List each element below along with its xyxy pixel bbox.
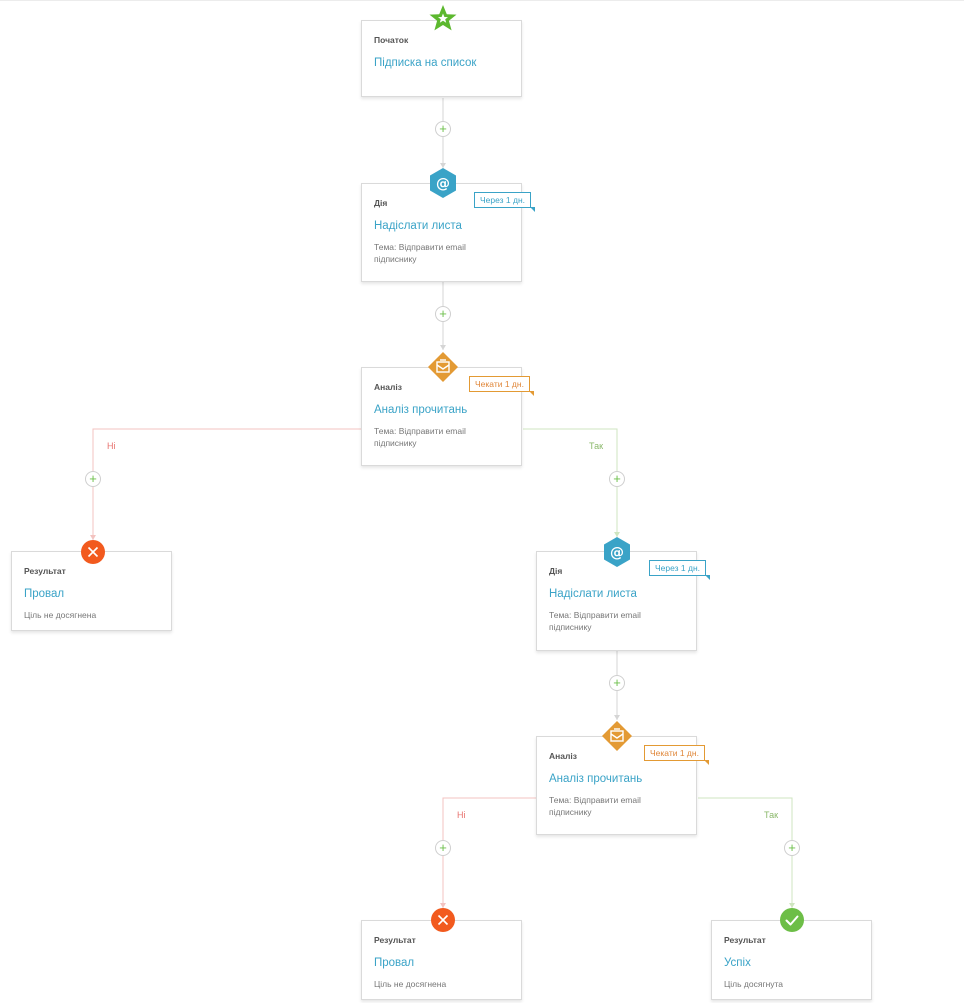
node-description: Тема: Відправити email підписнику xyxy=(549,610,641,632)
node-description: Ціль досягнута xyxy=(724,979,784,989)
arrowhead xyxy=(614,532,620,537)
svg-text:@: @ xyxy=(610,545,624,561)
arrowhead xyxy=(440,903,446,908)
node-description: Ціль не досягнена xyxy=(24,610,97,620)
node-title[interactable]: Підписка на список xyxy=(374,57,477,69)
wait-tag[interactable]: Чекати 1 дн. xyxy=(469,376,534,396)
wait-tag[interactable]: Чекати 1 дн. xyxy=(644,745,709,765)
open-envelope-icon xyxy=(602,721,632,751)
node-kind: Аналіз xyxy=(374,382,402,392)
branch-no-label: Ні xyxy=(457,810,466,820)
at-sign-icon: @ xyxy=(430,168,456,198)
connector-analysis2-yes xyxy=(698,797,793,908)
branch-no-label: Ні xyxy=(107,441,116,451)
arrowhead xyxy=(789,903,795,908)
delay-tag[interactable]: Через 1 дн. xyxy=(474,192,532,208)
arrowhead xyxy=(90,535,96,540)
checkmark-icon xyxy=(780,908,804,932)
connector-analysis2-no xyxy=(442,797,537,908)
arrowhead xyxy=(440,345,446,350)
x-icon xyxy=(431,908,455,932)
arrowhead xyxy=(614,715,620,720)
top-divider xyxy=(0,0,964,1)
svg-text:@: @ xyxy=(436,176,450,192)
start-node[interactable]: Початок Підписка на список xyxy=(361,20,522,97)
add-step-button[interactable]: + xyxy=(435,306,451,322)
node-kind: Результат xyxy=(724,935,766,945)
result-node-success[interactable]: Результат Успіх Ціль досягнута xyxy=(711,920,872,1000)
open-envelope-icon xyxy=(428,352,458,382)
node-description: Тема: Відправити email підписнику xyxy=(374,242,466,264)
node-title[interactable]: Аналіз прочитань xyxy=(374,404,468,416)
node-description: Тема: Відправити email підписнику xyxy=(374,426,466,448)
add-step-button[interactable]: + xyxy=(784,840,800,856)
node-title[interactable]: Провал xyxy=(24,588,65,600)
add-step-button[interactable]: + xyxy=(435,121,451,137)
x-icon xyxy=(81,540,105,564)
connector-analysis1-no xyxy=(92,428,361,540)
add-step-button[interactable]: + xyxy=(609,675,625,691)
star-icon xyxy=(429,5,457,31)
node-kind: Результат xyxy=(24,566,66,576)
node-kind: Результат xyxy=(374,935,416,945)
node-title[interactable]: Провал xyxy=(374,957,415,969)
branch-yes-label: Так xyxy=(764,810,779,820)
node-description: Тема: Відправити email підписнику xyxy=(549,795,641,817)
arrowhead xyxy=(440,163,446,168)
node-description: Ціль не досягнена xyxy=(374,979,447,989)
node-title[interactable]: Надіслати листа xyxy=(549,588,637,600)
delay-tag[interactable]: Через 1 дн. xyxy=(649,560,707,576)
connector-analysis1-yes xyxy=(523,428,618,537)
node-kind: Дія xyxy=(374,198,388,208)
node-kind: Дія xyxy=(549,566,563,576)
add-step-button[interactable]: + xyxy=(85,471,101,487)
node-kind: Аналіз xyxy=(549,751,577,761)
add-step-button[interactable]: + xyxy=(435,840,451,856)
result-node-fail-2[interactable]: Результат Провал Ціль не досягнена xyxy=(361,920,522,1000)
node-title[interactable]: Надіслати листа xyxy=(374,220,462,232)
node-kind: Початок xyxy=(374,35,409,45)
node-title[interactable]: Успіх xyxy=(724,957,751,969)
branch-yes-label: Так xyxy=(589,441,604,451)
add-step-button[interactable]: + xyxy=(609,471,625,487)
result-node-fail-1[interactable]: Результат Провал Ціль не досягнена xyxy=(11,551,172,631)
at-sign-icon: @ xyxy=(604,537,630,567)
node-title[interactable]: Аналіз прочитань xyxy=(549,773,643,785)
